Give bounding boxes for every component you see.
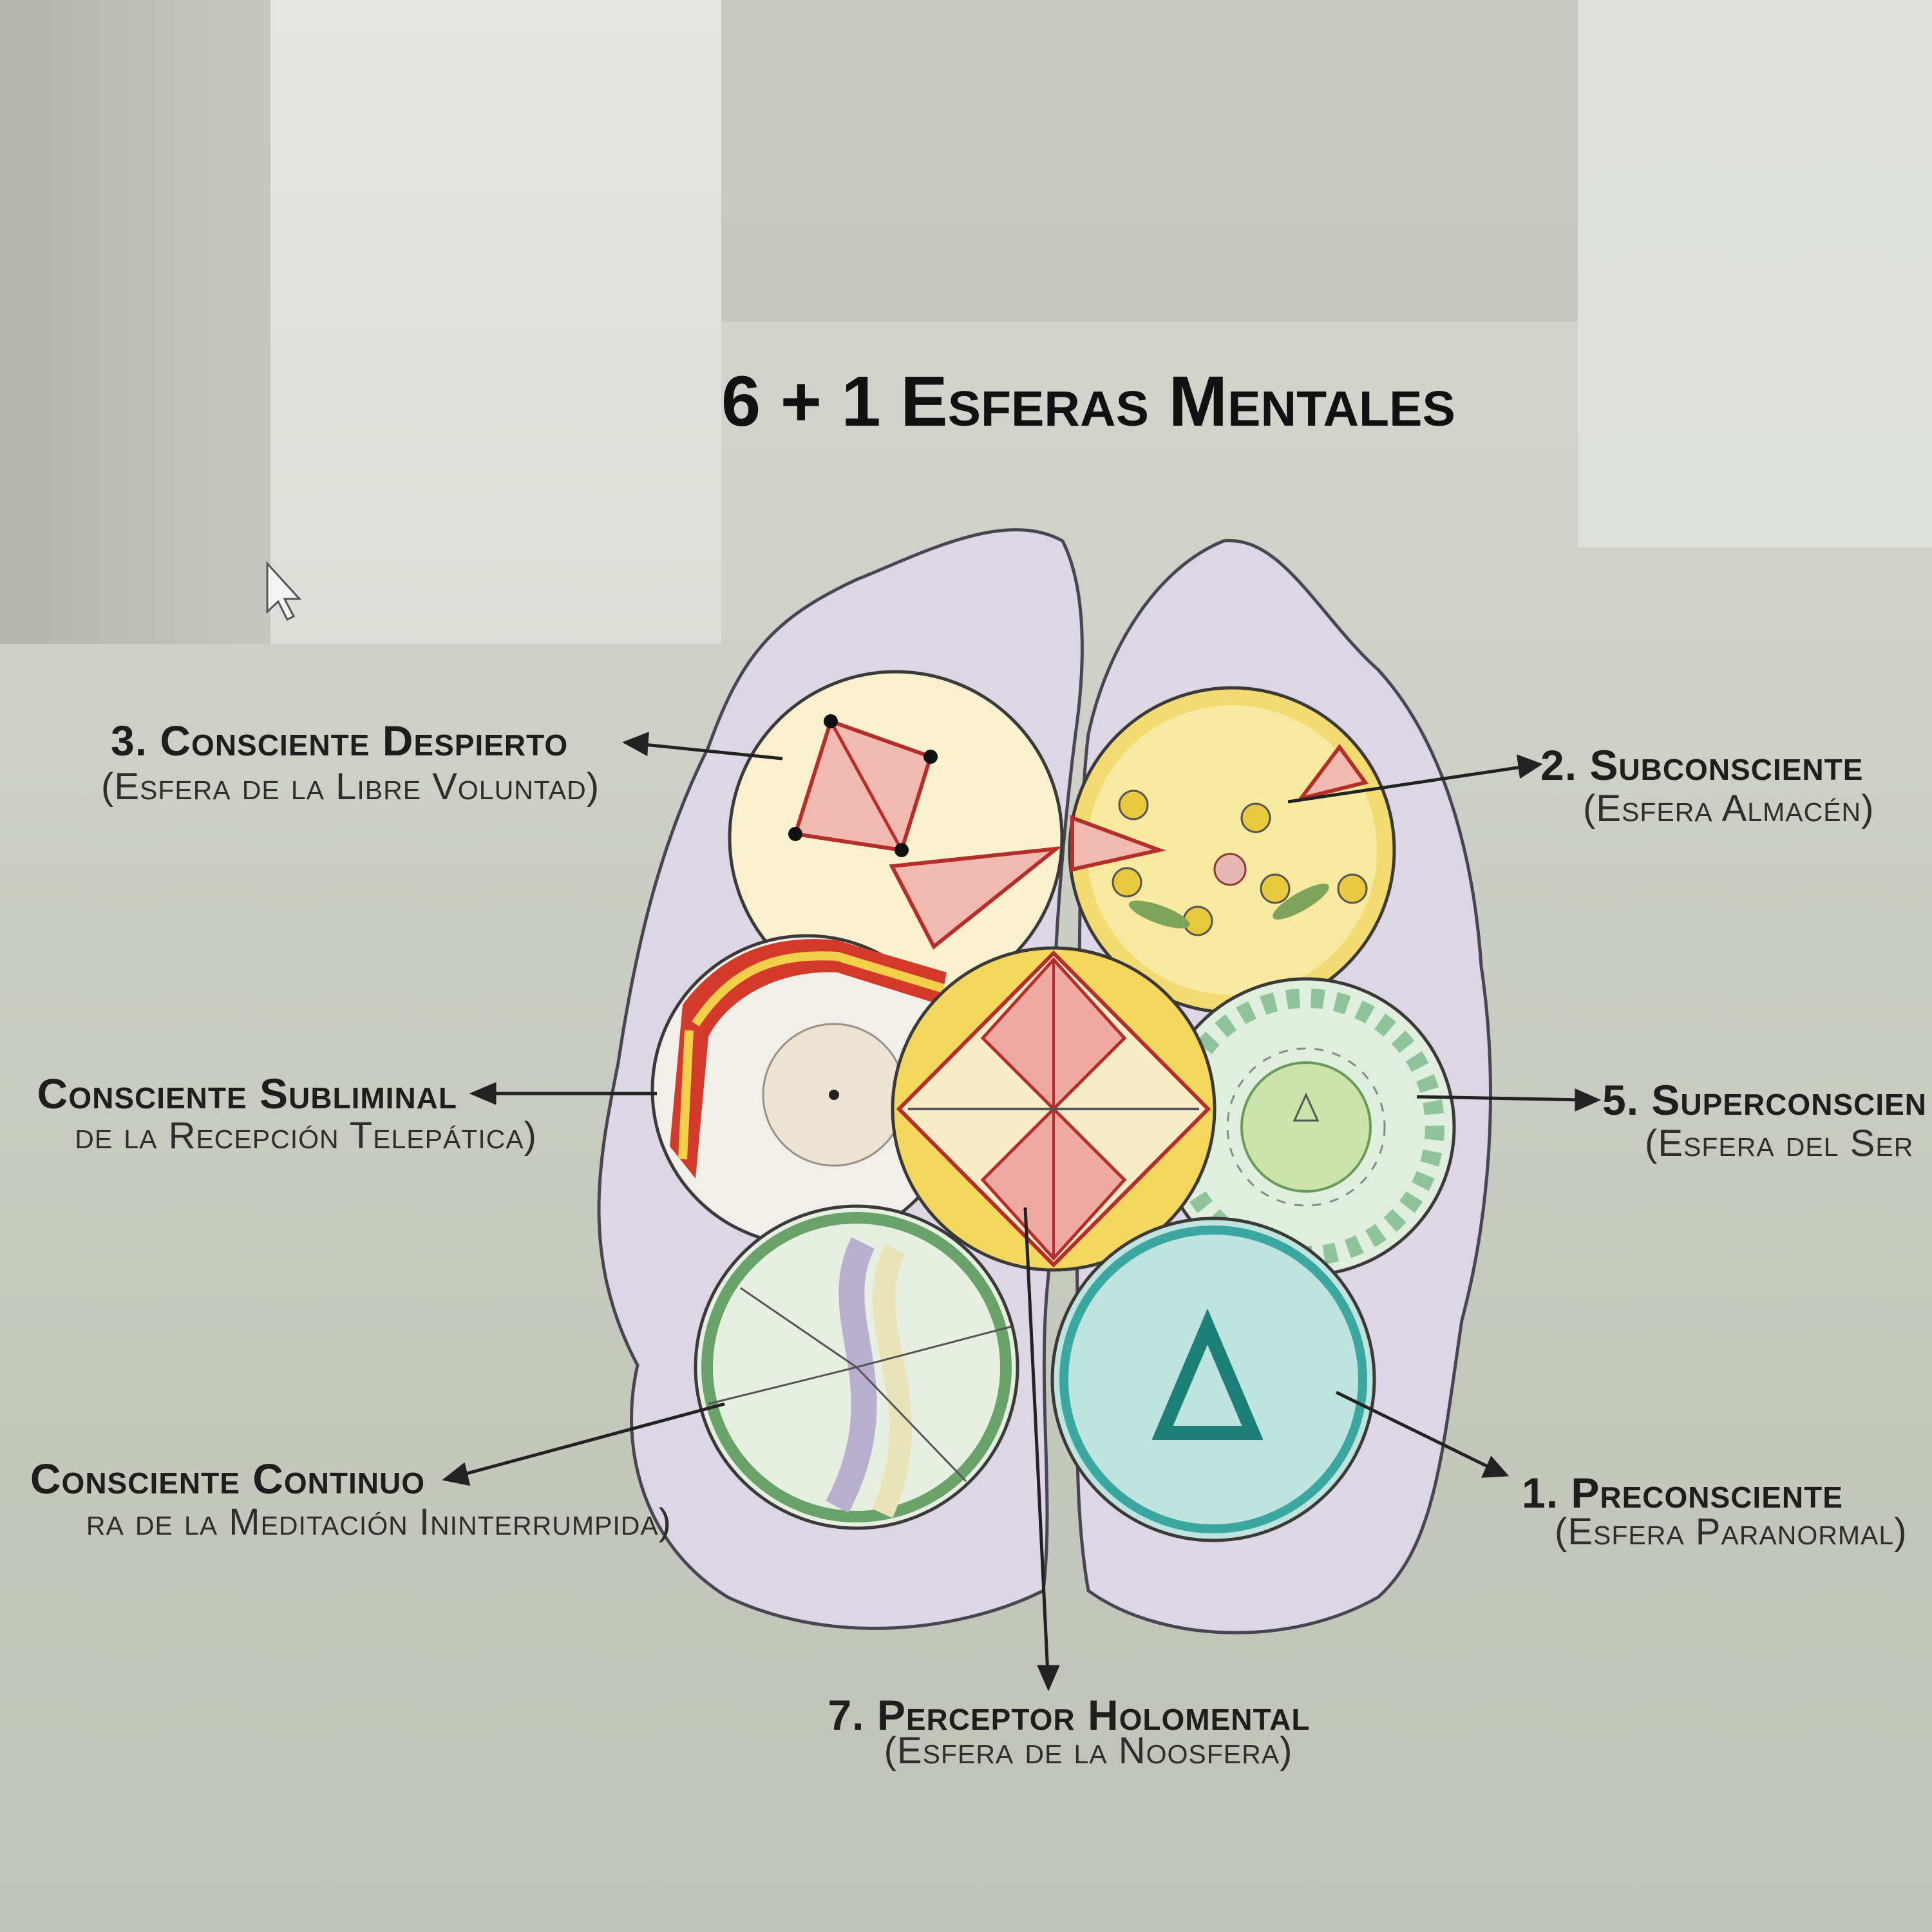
- mouse-cursor-icon: [266, 561, 302, 621]
- sphere-consciente-continuo: [694, 1204, 1019, 1530]
- label-consciente-despierto: 3. Consciente Despierto: [111, 717, 569, 764]
- label-consciente-subliminal: Consciente Subliminal: [37, 1070, 457, 1117]
- sublabel-perceptor-holomental: (Esfera de la Noosfera): [884, 1730, 1293, 1772]
- sublabel-consciente-continuo: ra de la Meditación Ininterrumpida): [86, 1501, 672, 1543]
- sublabel-consciente-subliminal: de la Recepción Telepática): [75, 1115, 537, 1157]
- label-perceptor-holomental: 7. Perceptor Holomental: [828, 1691, 1311, 1739]
- pointer-arrows: [442, 732, 1602, 1692]
- sublabel-superconsciente: (Esfera del Ser: [1645, 1122, 1914, 1164]
- sphere-consciente-subliminal: [650, 934, 963, 1247]
- page-title: 6 + 1 Esferas Mentales: [721, 362, 1455, 441]
- label-subconsciente: 2. Subconsciente: [1540, 741, 1864, 789]
- sphere-preconsciente: [1050, 1217, 1376, 1542]
- label-consciente-continuo: Consciente Continuo: [30, 1455, 425, 1502]
- label-preconsciente: 1. Preconsciente: [1522, 1469, 1843, 1517]
- sublabel-preconsciente: (Esfera Paranormal): [1555, 1511, 1908, 1553]
- sublabel-consciente-despierto: (Esfera de la Libre Voluntad): [101, 766, 600, 808]
- sphere-perceptor-holomental: [891, 946, 1217, 1272]
- sublabel-subconsciente: (Esfera Almacén): [1583, 788, 1875, 829]
- label-superconsciente: 5. Superconscien: [1602, 1076, 1927, 1124]
- sphere-consciente-despierto: [728, 670, 1064, 1006]
- sphere-subconsciente: [1068, 686, 1396, 1014]
